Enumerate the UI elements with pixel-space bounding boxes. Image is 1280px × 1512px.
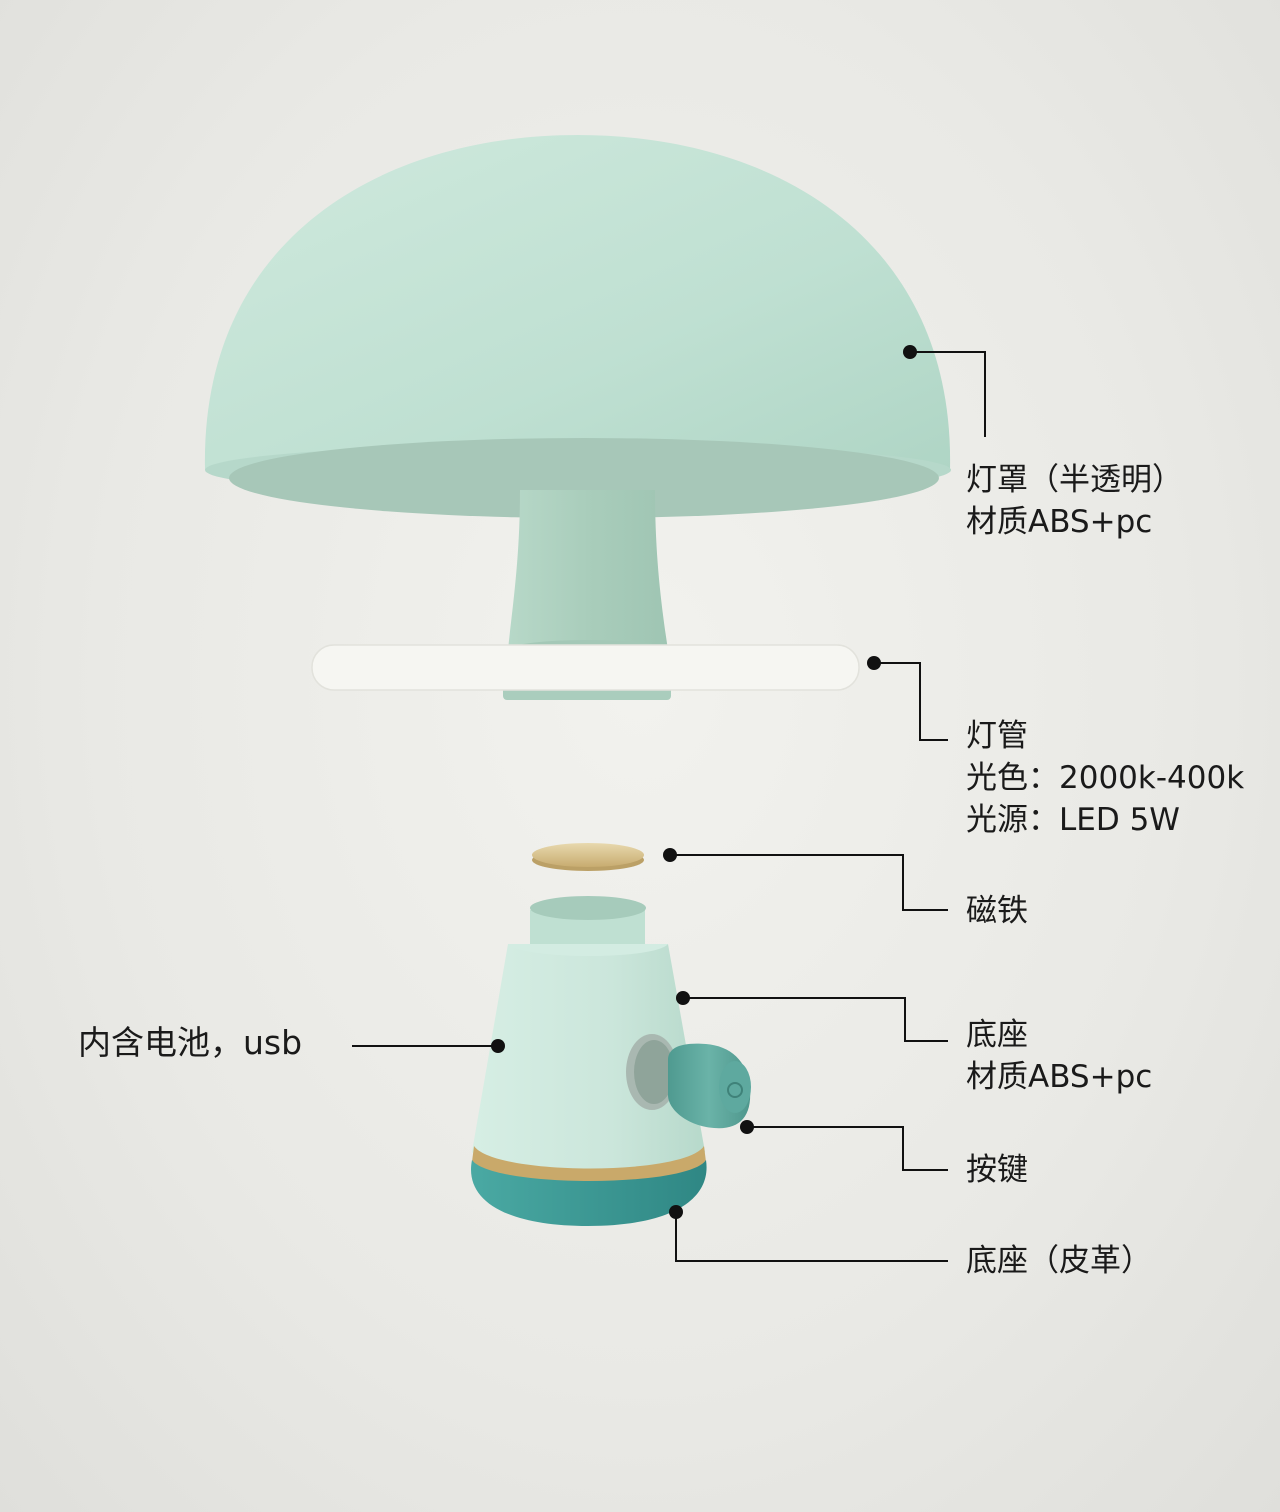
- leader-button: [747, 1126, 948, 1171]
- leather-bottom: [471, 1160, 707, 1226]
- callout-shade-material: 材质ABS+pc: [966, 504, 1153, 540]
- leader-leather: [675, 1212, 948, 1262]
- callout-tube-color: 光色：2000k-400k: [966, 760, 1245, 796]
- lamp-base: [471, 896, 707, 1226]
- callout-tube: 灯管 光色：2000k-400k 光源：LED 5W: [966, 715, 1244, 841]
- callout-shade: 灯罩（半透明） 材质ABS+pc: [966, 459, 1183, 543]
- callout-base: 底座 材质ABS+pc: [966, 1014, 1152, 1098]
- callout-leather-base: 底座（皮革）: [966, 1240, 1152, 1282]
- light-tube: [311, 644, 860, 700]
- leader-magnet: [670, 854, 948, 911]
- callout-tube-title: 灯管: [966, 718, 1028, 754]
- leader-dots: [491, 345, 917, 1219]
- shade-dome: [204, 135, 951, 470]
- power-button: [668, 1043, 751, 1129]
- stem-body: [508, 490, 668, 650]
- leader-base: [683, 997, 948, 1042]
- lamp-shade: [204, 135, 951, 518]
- lamp-stem: [508, 490, 668, 660]
- leader-tube: [874, 662, 948, 741]
- callout-leather-base-title: 底座（皮革）: [966, 1243, 1152, 1279]
- base-cone: [472, 944, 705, 1170]
- gold-ring: [472, 1146, 706, 1183]
- power-symbol-icon: [727, 1082, 743, 1098]
- callout-battery: 内含电池，usb: [78, 1022, 302, 1064]
- shade-inner-opening: [229, 438, 939, 518]
- callout-shade-title: 灯罩（半透明）: [966, 462, 1183, 498]
- callout-button-title: 按键: [966, 1152, 1028, 1188]
- magnet-disc: [532, 843, 644, 871]
- leader-shade: [910, 351, 986, 437]
- callout-base-material: 材质ABS+pc: [966, 1059, 1153, 1095]
- callout-magnet-title: 磁铁: [966, 893, 1028, 929]
- tube-ring: [311, 644, 860, 691]
- callout-button: 按键: [966, 1149, 1028, 1191]
- callout-magnet: 磁铁: [966, 890, 1028, 932]
- callout-base-title: 底座: [966, 1017, 1028, 1053]
- callout-battery-title: 内含电池，usb: [78, 1023, 303, 1062]
- leader-lines: [352, 351, 986, 1262]
- callout-tube-source: 光源：LED 5W: [966, 802, 1180, 838]
